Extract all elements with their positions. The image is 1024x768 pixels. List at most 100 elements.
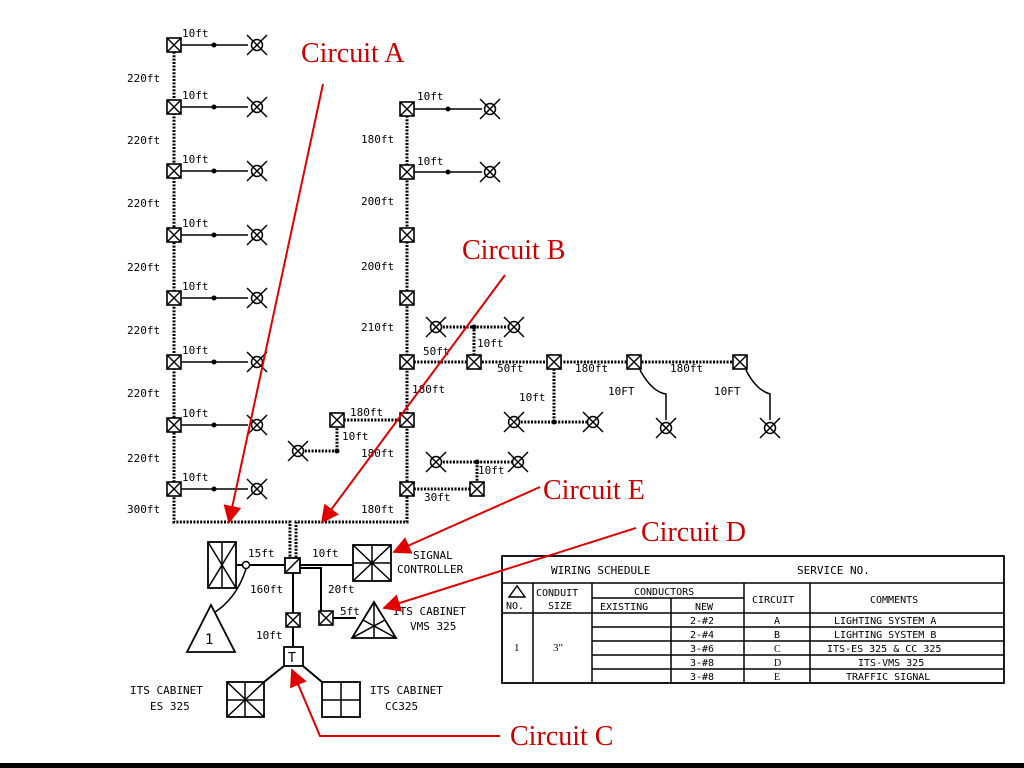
table-row: 3-#8 E TRAFFIC SIGNAL [690, 672, 930, 683]
dist-label: 10ft [478, 464, 505, 477]
branch-a3 [166, 160, 268, 182]
dist-label: 10ft [182, 471, 209, 484]
callout-circuit-c: Circuit C [510, 721, 613, 752]
cell-circuit: D [774, 658, 781, 669]
circuit-a-run [172, 45, 292, 560]
dist-label: 10ft [182, 153, 209, 166]
service-cabinet [207, 541, 237, 589]
col-header-existing: EXISTING [600, 602, 648, 613]
cell-new: 3-#8 [690, 672, 714, 683]
dist-label: 10FT [714, 385, 741, 398]
branch-a4 [166, 224, 268, 246]
dist-label: 180ft [412, 383, 445, 396]
conduit-size: 3" [553, 642, 563, 654]
its-vms-cabinet [350, 600, 398, 639]
dist-label: 10ft [182, 27, 209, 40]
col-header-no: NO. [506, 601, 524, 612]
dist-label: 10ft [182, 280, 209, 293]
callout-arrows [223, 83, 637, 737]
col-header-conduit: SIZE [548, 601, 572, 612]
table-row: 2-#4 B LIGHTING SYSTEM B [690, 630, 936, 641]
dist-label: 15ft [248, 547, 275, 560]
dist-label: 10ft [417, 155, 444, 168]
dist-label: 5ft [340, 605, 360, 618]
circuit-a-labels: 10ft 10ft 10ft 10ft 10ft 10ft 10ft 10ft … [127, 27, 209, 516]
dist-label: 220ft [127, 387, 160, 400]
dist-label: 180ft [361, 447, 394, 460]
its-cc-label: CC325 [385, 700, 418, 713]
cell-new: 2-#4 [690, 630, 714, 641]
callout-circuit-a: Circuit A [301, 38, 405, 69]
cell-comment: LIGHTING SYSTEM B [834, 630, 936, 641]
callout-labels: Circuit A Circuit B Circuit E Circuit D … [301, 38, 746, 752]
dist-label: 10ft [477, 337, 504, 350]
dist-label: 180ft [361, 133, 394, 146]
cell-circuit: B [774, 630, 780, 641]
branch-a5 [166, 287, 268, 309]
table-row: 3-#6 C ITS-ES 325 & CC 325 [690, 644, 941, 655]
service-mark: 1 [205, 632, 213, 648]
main-pull-box [284, 557, 301, 574]
dist-label: 180ft [361, 503, 394, 516]
transformer-box: T [283, 646, 304, 667]
dist-label: 10ft [519, 391, 546, 404]
branch-a7 [166, 414, 268, 436]
callout-circuit-b: Circuit B [462, 235, 565, 266]
signal-controller-cabinet [352, 544, 392, 582]
cell-new: 3-#8 [690, 658, 714, 669]
circuit-b-branches [287, 98, 781, 497]
dist-label: 210ft [361, 321, 394, 334]
arrow-circuit-a [223, 83, 324, 524]
dist-label: 10FT [608, 385, 635, 398]
dist-label: 10ft [256, 629, 283, 642]
cell-comment: TRAFFIC SIGNAL [846, 672, 930, 683]
dist-label: 220ft [127, 324, 160, 337]
dist-label: 20ft [328, 583, 355, 596]
dist-label: 10ft [342, 430, 369, 443]
dist-label: 220ft [127, 134, 160, 147]
schedule-title: WIRING SCHEDULE [551, 564, 650, 577]
its-es-cabinet [226, 681, 265, 718]
dist-label: 160ft [250, 583, 283, 596]
dist-label: 10ft [312, 547, 339, 560]
signal-controller-label: SIGNAL [413, 549, 453, 562]
branch-a2 [166, 96, 268, 118]
col-header-comments: COMMENTS [870, 595, 918, 606]
dist-label: 220ft [127, 197, 160, 210]
its-vms-label: VMS 325 [410, 620, 456, 633]
cell-comment: ITS-ES 325 & CC 325 [827, 644, 941, 655]
its-cc-cabinet [321, 681, 361, 718]
its-cc-label: ITS CABINET [370, 684, 443, 697]
its-vms-label: ITS CABINET [393, 605, 466, 618]
circuit-b-labels: 10ft 10ft 180ft 200ft 200ft 210ft 50ft 1… [342, 90, 741, 516]
schedule-service-no: SERVICE NO. [797, 564, 870, 577]
dist-label: 180ft [670, 362, 703, 375]
col-header-new: NEW [695, 602, 714, 613]
branch-a6 [166, 351, 268, 373]
arrow-circuit-d [382, 527, 637, 612]
signal-controller-label: CONTROLLER [397, 563, 464, 576]
wiring-schedule-table: WIRING SCHEDULE SERVICE NO. NO. CONDUIT … [501, 555, 1005, 684]
arrow-circuit-b [320, 274, 506, 524]
cell-circuit: A [774, 616, 780, 627]
arrow-circuit-e [392, 486, 541, 554]
cell-comment: ITS-VMS 325 [858, 658, 924, 669]
circuit-b-run [294, 109, 740, 560]
dist-label: 50ft [497, 362, 524, 375]
col-header-conductors: CONDUCTORS [634, 587, 694, 598]
callout-circuit-e: Circuit E [543, 475, 645, 506]
dist-label: 180ft [575, 362, 608, 375]
dist-label: 200ft [361, 195, 394, 208]
cell-new: 2-#2 [690, 616, 714, 627]
circuit-a-branches [166, 34, 268, 500]
transformer-mark: T [288, 651, 296, 666]
cell-circuit: C [774, 644, 781, 655]
its-es-label: ITS CABINET [130, 684, 203, 697]
dist-label: 10ft [182, 89, 209, 102]
dist-label: 220ft [127, 72, 160, 85]
dist-label: 50ft [423, 345, 450, 358]
table-row: 2-#2 A LIGHTING SYSTEM A [690, 616, 936, 627]
dist-label: 200ft [361, 260, 394, 273]
dist-label: 30ft [424, 491, 451, 504]
